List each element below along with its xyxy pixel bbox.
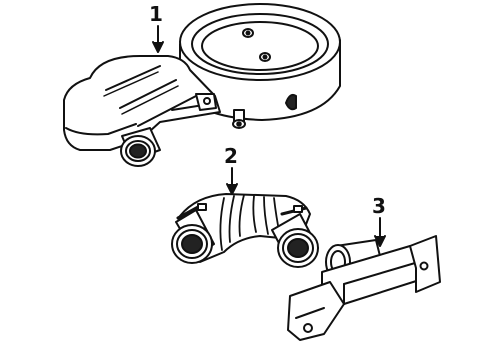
bracket-upper-tab: [409, 235, 441, 293]
air-cleaner-housing: [179, 3, 341, 121]
mounting-bracket: [287, 217, 441, 341]
air-cleaner-snorkel: [63, 55, 221, 151]
callout-number-2: 2: [224, 144, 238, 168]
duct-left-cuff: [171, 203, 215, 264]
callout-number-1: 1: [149, 2, 163, 26]
callout-number-3: 3: [372, 194, 386, 218]
arrowhead-2: [226, 183, 238, 195]
sensor-fitting: [232, 109, 246, 129]
intake-duct-elbow: [171, 167, 319, 268]
bracket-foot: [287, 281, 345, 341]
air-cleaner-assembly: [63, 3, 341, 167]
duct-right-cuff: [271, 205, 319, 268]
arrowhead-3: [374, 235, 386, 247]
arrowhead-1: [152, 41, 164, 53]
air-cleaner-outlet: [120, 127, 161, 167]
